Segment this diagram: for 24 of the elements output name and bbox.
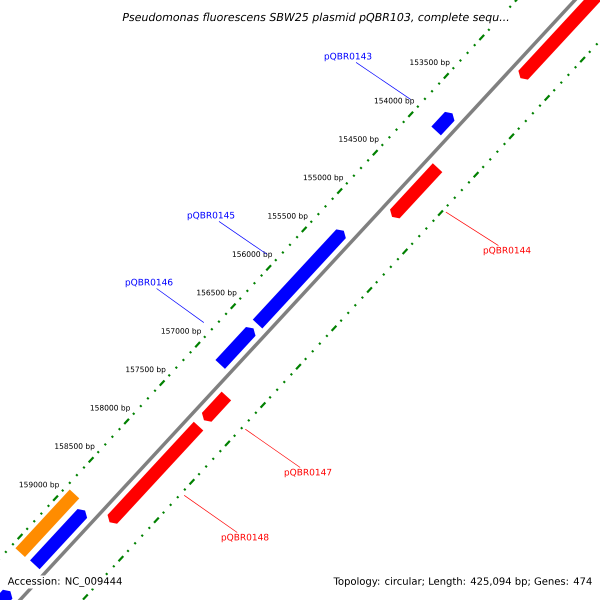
gene-bar [0, 590, 12, 600]
gene-bar [30, 509, 88, 570]
footer-text: Accession: NC_009444 [6, 576, 124, 588]
gene-label: pQBR0147 [284, 468, 332, 478]
title: Pseudomonas fluorescens SBW25 plasmid pQBR103, complete sequ... [120, 10, 512, 26]
leader-line [218, 221, 268, 255]
leader-line [446, 212, 499, 246]
leader-line [244, 428, 301, 468]
gene-bar [215, 326, 256, 369]
leader-line [156, 288, 204, 323]
gene-label: pQBR0143 [324, 52, 372, 62]
leader-line [184, 494, 238, 533]
gene-bar [108, 422, 204, 524]
gene-bar [431, 112, 454, 136]
gene-bar [15, 490, 80, 558]
gene-label: pQBR0145 [188, 212, 234, 220]
gene-bar [202, 392, 232, 422]
gene-bar [390, 163, 442, 218]
gene-bar [518, 0, 600, 80]
gene-label: pQBR0144 [484, 246, 531, 256]
footer-text: Topology: circular; Length: 425,094 bp; Genes: 474 [332, 576, 594, 588]
gene-label: pQBR0146 [126, 278, 172, 288]
gene-label: pQBR0148 [222, 534, 268, 542]
leader-line [356, 62, 411, 100]
